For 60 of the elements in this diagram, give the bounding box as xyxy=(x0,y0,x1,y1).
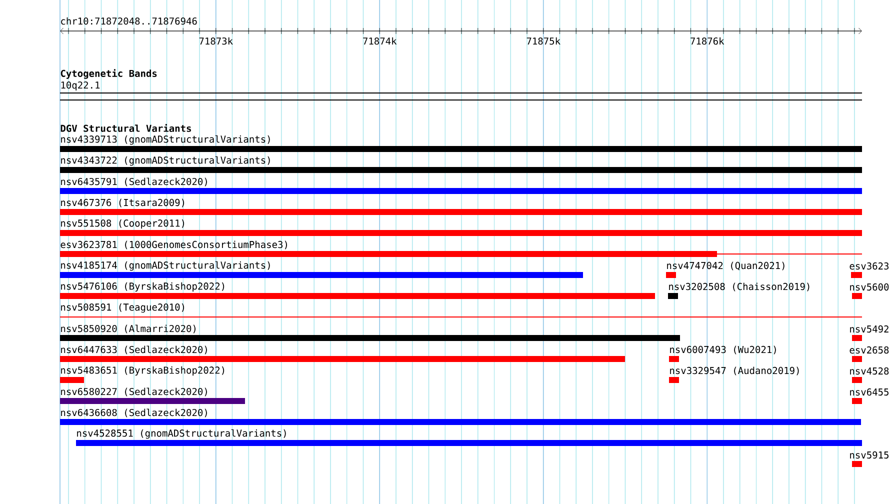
variant-bar: nsv6447633 (Sedlazeck2020) xyxy=(60,346,625,362)
node-label: nsv4528551 (gnomADStructuralVariants) xyxy=(77,429,286,439)
variant-bar: nsv4185174 (gnomADStructuralVariants) xyxy=(60,261,583,278)
node-label: nsv6580227 (Sedlazeck2020) xyxy=(61,388,207,396)
variant-bar: nsv4528551 (gnomADStructuralVariants) xyxy=(76,429,862,446)
variant-bar: nsv5483651 (ByrskaBishop2022) xyxy=(60,366,224,383)
node-label: nsv467376 (Itsara2009) xyxy=(61,198,184,208)
variant-bar: nsv5915 xyxy=(850,451,888,467)
tick-label: 71875k xyxy=(526,37,560,45)
node-label: nsv6435791 (Sedlazeck2020) xyxy=(61,178,207,186)
variant-bar: esv2658 xyxy=(850,346,889,362)
tick-label: 71876k xyxy=(690,37,724,45)
node-label: nsv6436608 (Sedlazeck2020) xyxy=(61,408,207,418)
band-label: 10q22.1 xyxy=(61,81,100,91)
node-label: nsv6007493 (Wu2021) xyxy=(670,346,776,354)
node-label: nsv508591 (Teague2010) xyxy=(61,303,184,313)
node-label: nsv4528 xyxy=(850,367,889,375)
node-label: nsv4185174 (gnomADStructuralVariants) xyxy=(61,261,270,271)
variant-bar: esv3623781 (1000GenomesConsortiumPhase3) xyxy=(60,240,862,257)
node-label: nsv4747042 (Quan2021) xyxy=(667,262,784,270)
variant-bar: nsv3329547 (Audano2019) xyxy=(669,366,799,383)
variant-bar: nsv6580227 (Sedlazeck2020) xyxy=(60,388,245,404)
variant-bar: esv3623 xyxy=(850,262,889,278)
node-label: esv3623 xyxy=(850,262,889,270)
variant-bar: nsv5600 xyxy=(850,283,889,299)
track-title: Cytogenetic Bands xyxy=(60,69,157,79)
node-label: nsv5476106 (ByrskaBishop2022) xyxy=(61,282,224,292)
node-label: nsv4343722 (gnomADStructuralVariants) xyxy=(61,156,270,166)
variant-bar: nsv5476106 (ByrskaBishop2022) xyxy=(60,282,655,299)
node-label: nsv6447633 (Sedlazeck2020) xyxy=(61,346,207,354)
variant-bar: nsv4339713 (gnomADStructuralVariants) xyxy=(60,135,862,152)
node-label: nsv3329547 (Audano2019) xyxy=(670,366,799,376)
variant-bar: nsv6435791 (Sedlazeck2020) xyxy=(60,178,862,194)
variant-bar: nsv551508 (Cooper2011) xyxy=(60,219,862,236)
track-title: DGV Structural Variants xyxy=(60,124,191,132)
variant-bar: nsv6455 xyxy=(850,388,888,404)
tick-label: 71874k xyxy=(363,37,397,45)
tick-label: 71873k xyxy=(199,37,233,45)
node-label: nsv3202508 (Chaisson2019) xyxy=(669,282,810,292)
node-label: nsv6455 xyxy=(850,388,888,396)
node-label: nsv5492 xyxy=(850,325,888,333)
variant-bar: nsv3202508 (Chaisson2019) xyxy=(668,282,810,299)
node-label: esv2658 xyxy=(850,346,889,354)
variant-bar: nsv508591 (Teague2010) xyxy=(60,303,862,318)
variant-bar: nsv5492 xyxy=(850,325,888,341)
variant-bar: nsv467376 (Itsara2009) xyxy=(60,198,862,215)
variant-bar: nsv4343722 (gnomADStructuralVariants) xyxy=(60,156,862,173)
node-label: nsv5915 xyxy=(850,451,888,459)
node-label: nsv5600 xyxy=(850,283,889,291)
locus-label: chr10:71872048..71876946 xyxy=(61,17,197,25)
node-label: nsv4339713 (gnomADStructuralVariants) xyxy=(61,135,270,145)
node-label: nsv551508 (Cooper2011) xyxy=(61,219,184,229)
node-label: nsv5483651 (ByrskaBishop2022) xyxy=(61,366,224,376)
node-label: nsv5850920 (Almarri2020) xyxy=(61,324,196,334)
variant-bar: nsv4528 xyxy=(850,367,889,383)
variant-bar: nsv6007493 (Wu2021) xyxy=(669,346,776,362)
variant-bar: nsv6436608 (Sedlazeck2020) xyxy=(60,408,861,425)
node-label: esv3623781 (1000GenomesConsortiumPhase3) xyxy=(60,240,287,250)
variant-bar: nsv5850920 (Almarri2020) xyxy=(60,324,680,341)
variant-bar: nsv4747042 (Quan2021) xyxy=(666,262,784,278)
